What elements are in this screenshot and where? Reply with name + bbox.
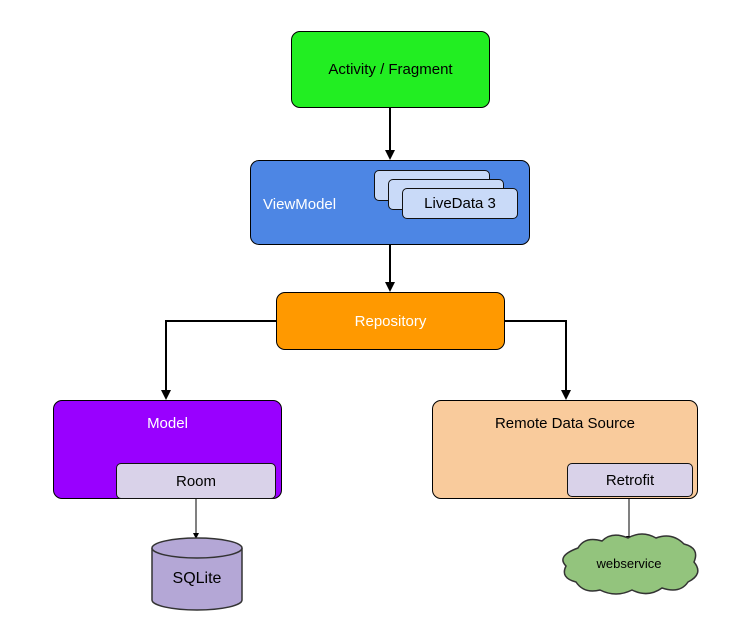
sqlite-cylinder-body xyxy=(151,548,243,611)
sqlite-label: SQLite xyxy=(172,570,222,587)
activity-fragment-label: Activity / Fragment xyxy=(328,61,453,78)
retrofit-node: Retrofit xyxy=(567,463,693,497)
livedata-card-front: LiveData 3 xyxy=(402,188,518,219)
livedata-label: LiveData 3 xyxy=(424,195,496,212)
edge-repository-to-remote xyxy=(505,320,571,400)
model-label: Model xyxy=(147,415,188,432)
activity-fragment-node: Activity / Fragment xyxy=(291,31,490,108)
room-label: Room xyxy=(175,472,216,490)
repository-node: Repository xyxy=(276,292,505,350)
webservice-cloud-icon xyxy=(562,533,699,595)
remote-data-source-label: Remote Data Source xyxy=(494,415,636,432)
sqlite-database-icon xyxy=(151,537,243,611)
viewmodel-label: ViewModel xyxy=(263,196,337,213)
room-node: Room xyxy=(116,463,276,499)
repository-label: Repository xyxy=(354,312,427,330)
retrofit-label: Retrofit xyxy=(605,471,655,489)
webservice-label-box: webservice xyxy=(566,556,692,571)
webservice-label: webservice xyxy=(596,556,662,571)
edge-repository-to-model xyxy=(161,320,276,400)
sqlite-cylinder-top xyxy=(151,537,243,559)
sqlite-label-box: SQLite xyxy=(152,570,242,588)
